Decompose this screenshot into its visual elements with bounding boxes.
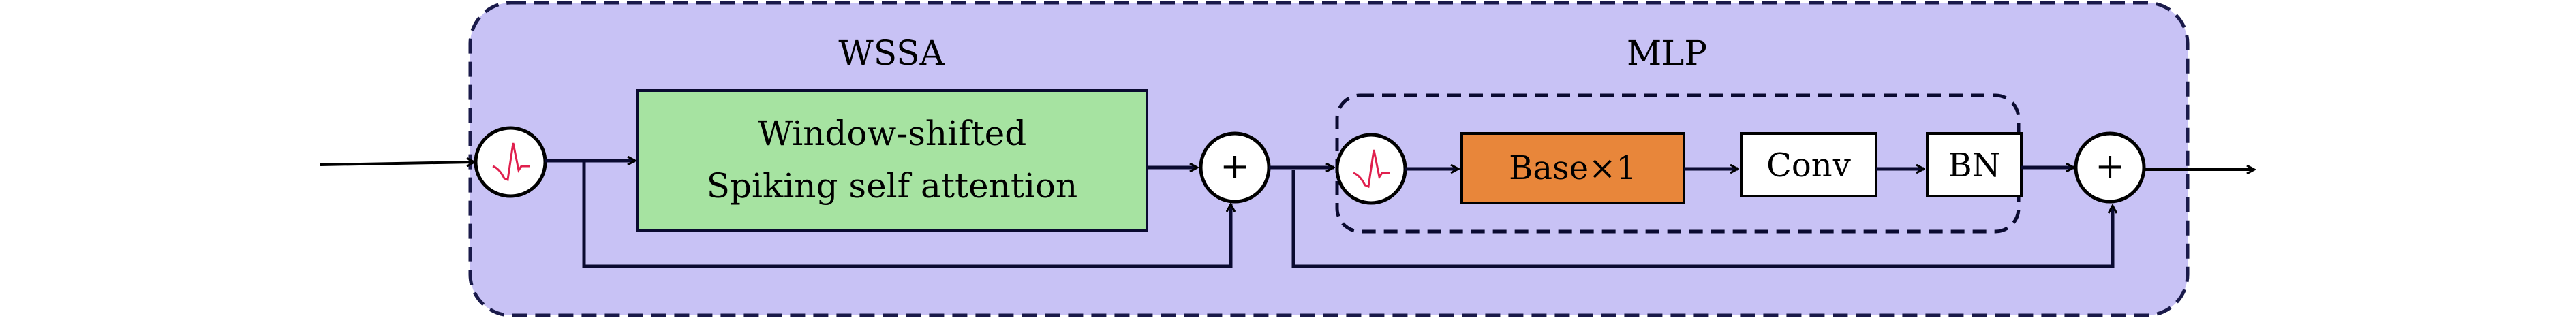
conv-label: Conv [1766, 146, 1851, 185]
mlp-title: MLP [1627, 33, 1707, 73]
residual-connection-1 [582, 161, 1231, 268]
add-operator-1: + [1199, 131, 1271, 204]
wssa-block [636, 89, 1148, 232]
add-symbol-2: + [2095, 146, 2125, 187]
bn-label: BN [1948, 146, 2000, 185]
residual-connection-2 [1291, 170, 2113, 268]
wssa-label-line1: Window-shifted [758, 114, 1027, 153]
input-arrow [320, 162, 474, 165]
spiking-neuron-1 [474, 126, 547, 198]
bn-block [1926, 132, 2023, 197]
wssa-label-line2: Spiking self attention [707, 166, 1077, 206]
conv-block [1740, 132, 1877, 197]
wssa-title: WSSA [838, 33, 945, 73]
add-symbol-1: + [1220, 146, 1250, 187]
base-label: Base×1 [1509, 149, 1637, 187]
base-block [1460, 132, 1685, 204]
add-operator-2: + [2074, 131, 2146, 204]
spiking-neuron-2 [1335, 133, 1407, 205]
